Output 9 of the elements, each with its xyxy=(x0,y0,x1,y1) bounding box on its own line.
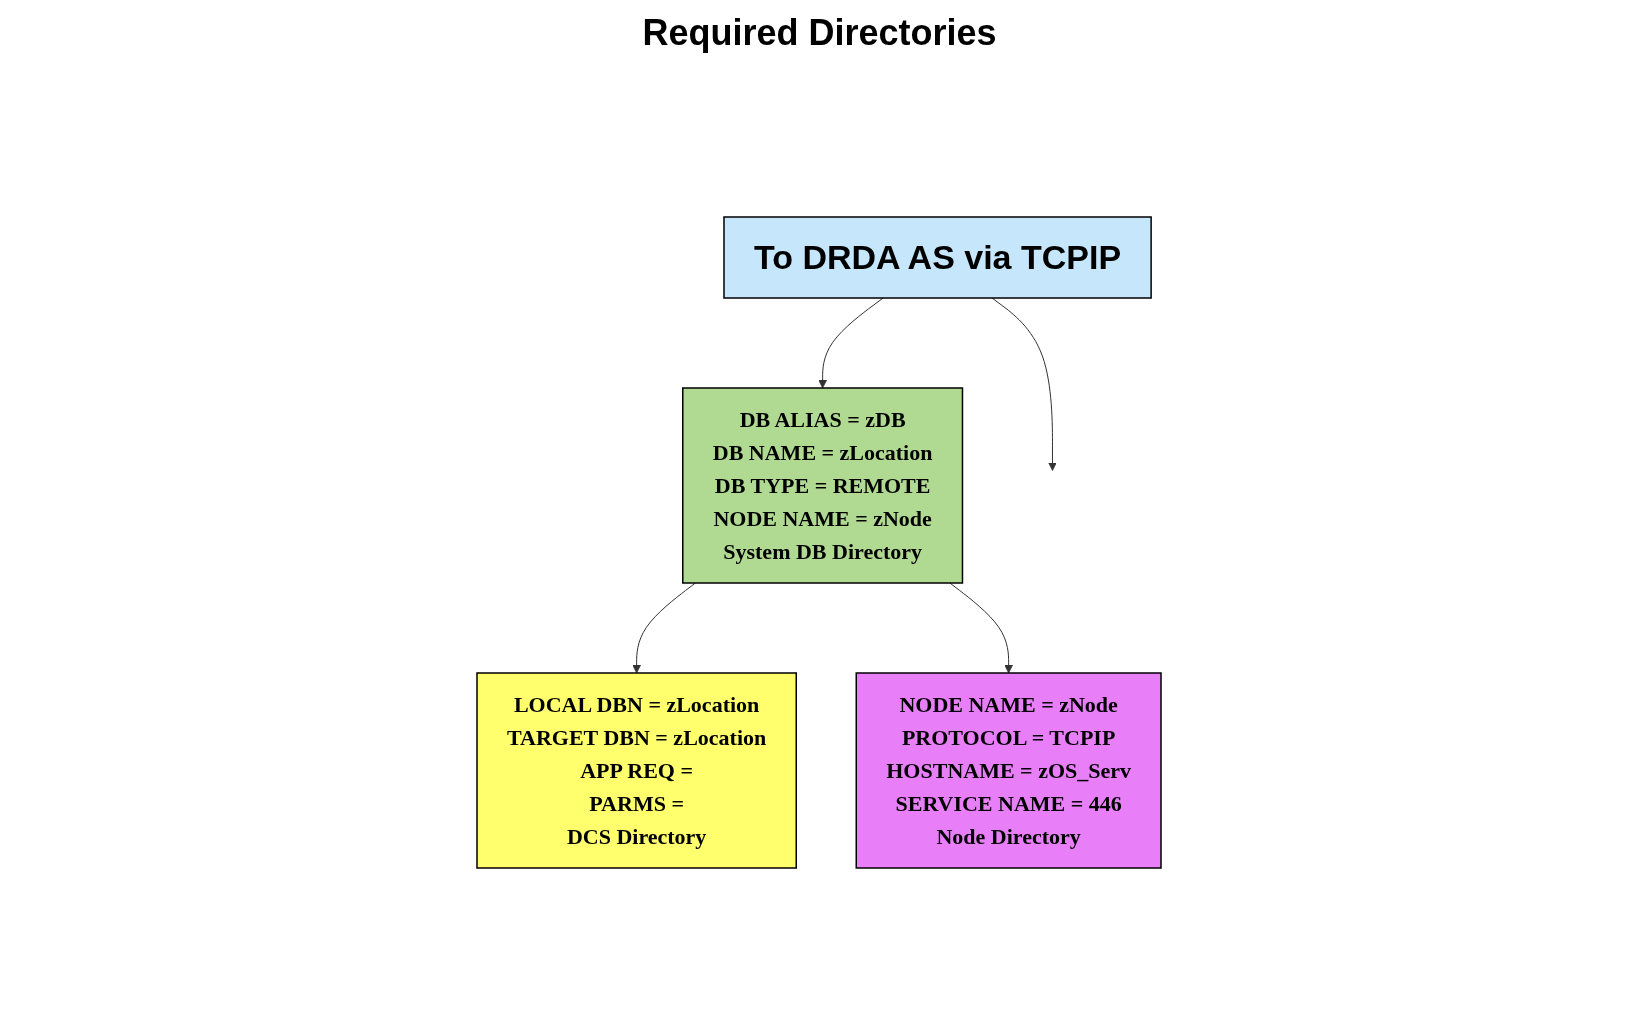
node-box: DB ALIAS = zDB DB NAME = zLocation DB TYPE = REMOTE NODE NAME = zNode System DB Directory xyxy=(682,386,964,584)
section-heading: Required Directories xyxy=(642,12,997,54)
node-box: NODE NAME = zNode PROTOCOL = TCPIP HOSTNAME = zOS_Serv SERVICE NAME = 446 Node Directory xyxy=(856,671,1163,869)
arrow xyxy=(818,297,885,388)
node-box: To DRDA AS via TCPIP xyxy=(723,215,1153,299)
arrow xyxy=(632,582,697,673)
node-box: LOCAL DBN = zLocation TARGET DBN = zLocation APP REQ = PARMS = DCS Directory xyxy=(476,671,798,869)
arrow xyxy=(992,297,1058,471)
arrow xyxy=(949,582,1014,673)
